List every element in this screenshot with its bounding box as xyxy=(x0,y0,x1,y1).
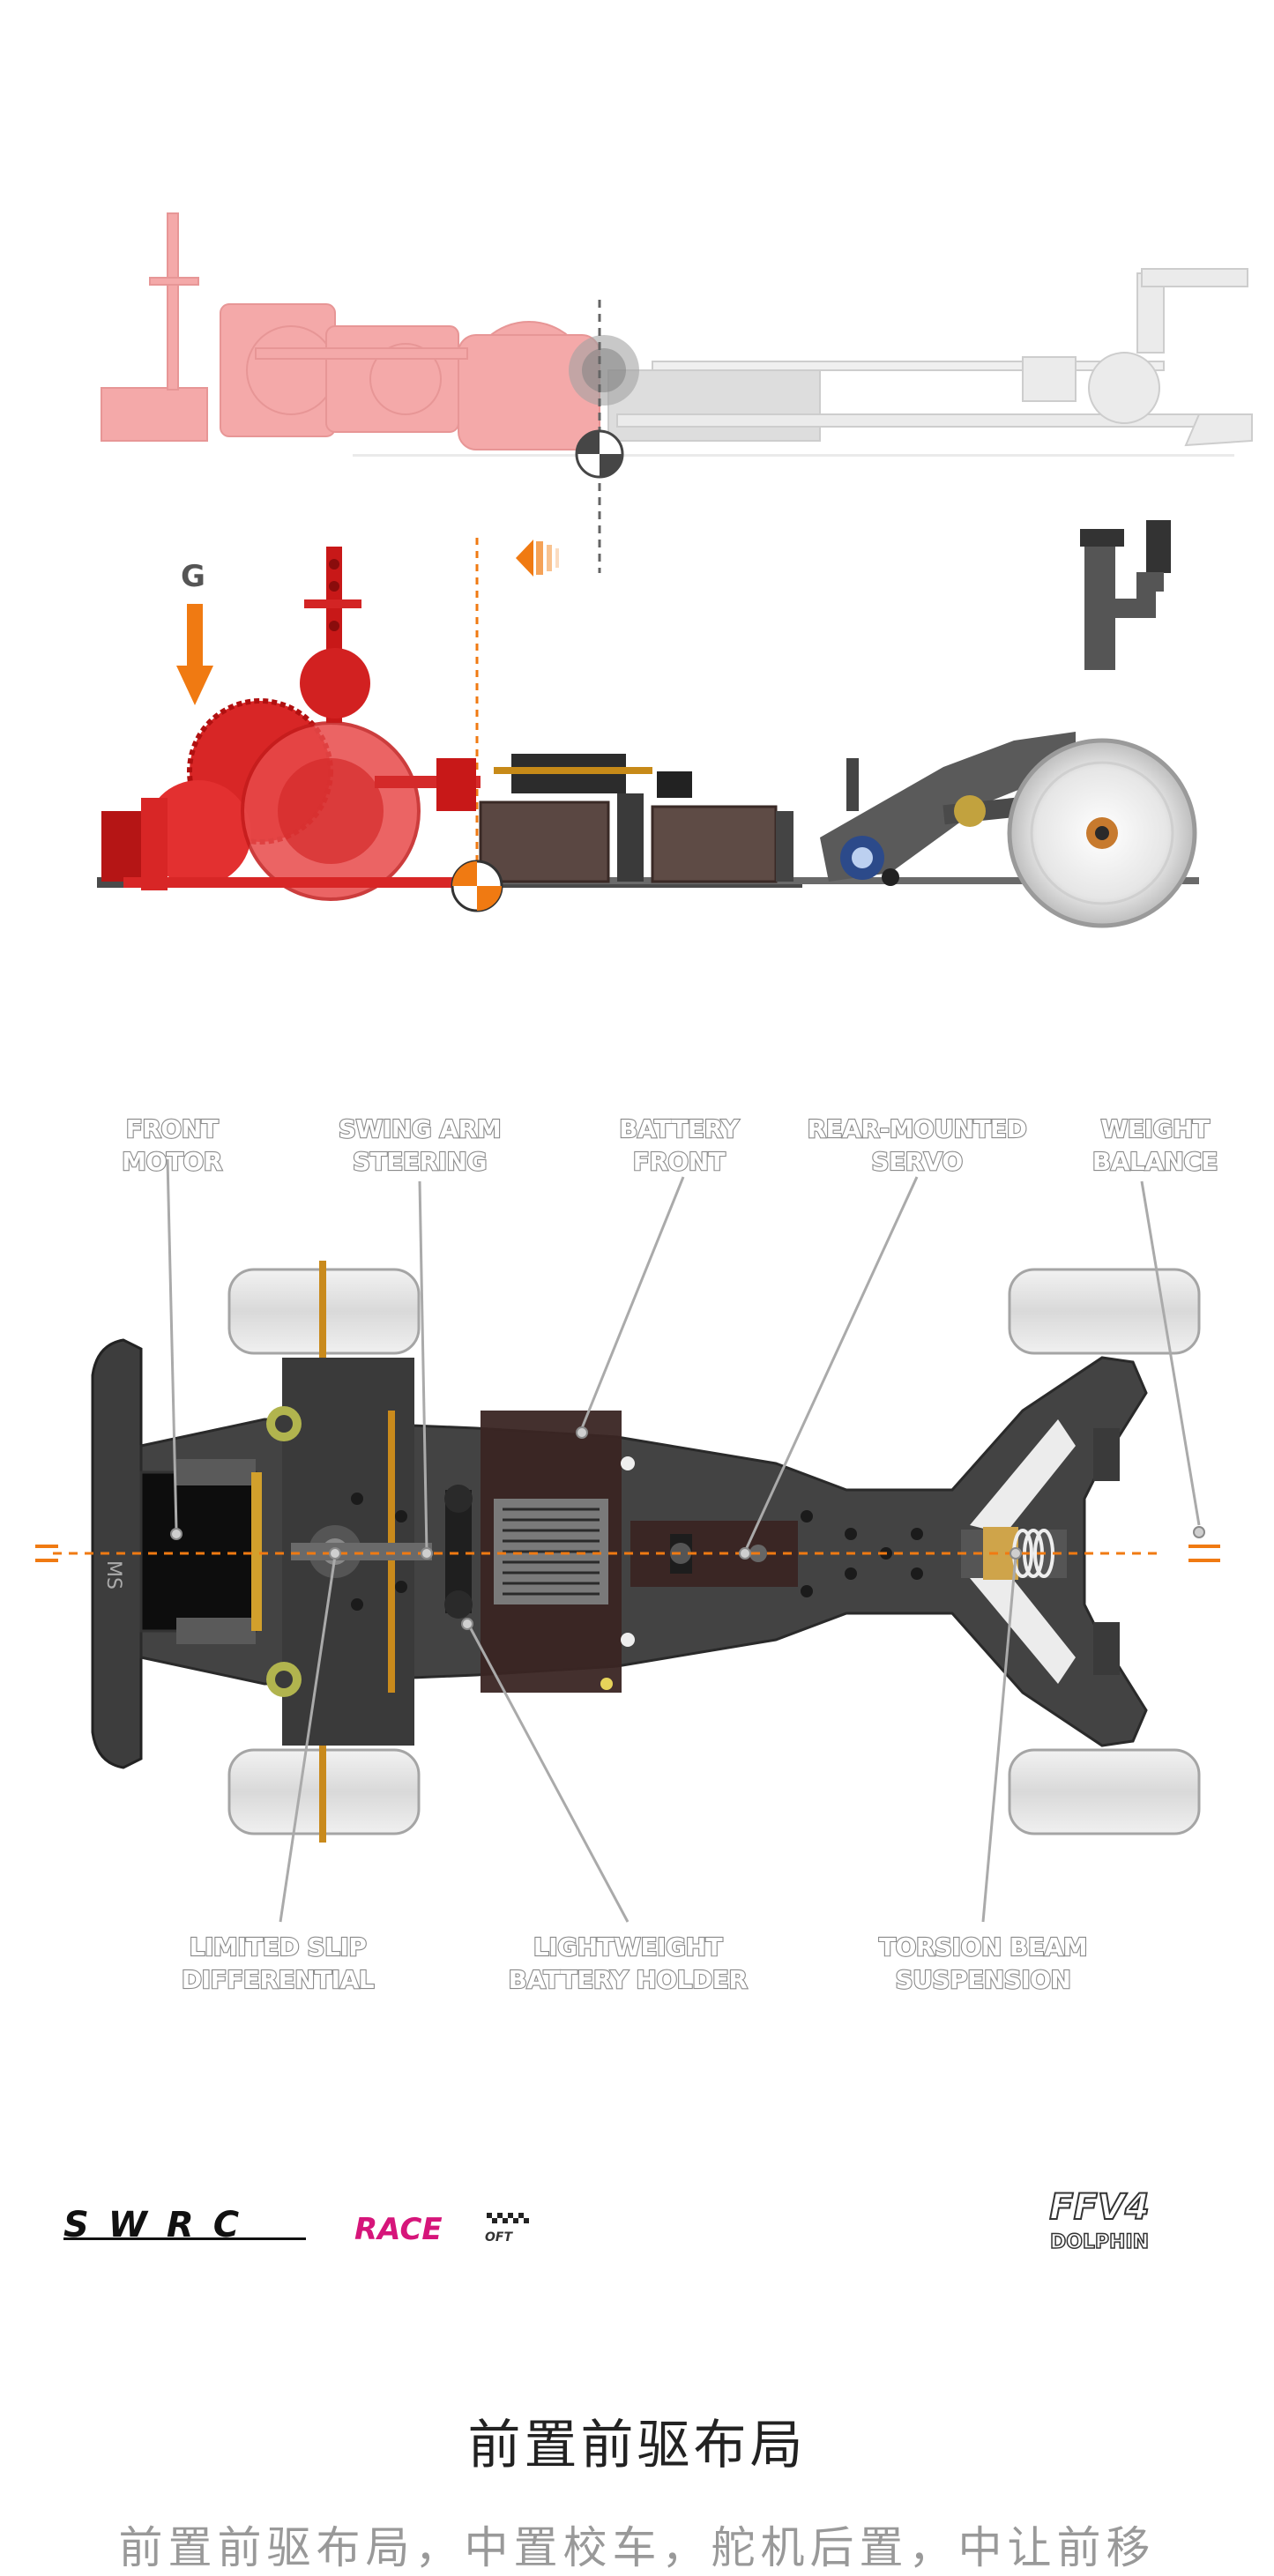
callout-weight-balance: WEIGHT BALANCE xyxy=(1091,1113,1219,1177)
ghost-cog-marker xyxy=(575,429,624,479)
main-side-view: G xyxy=(97,520,1199,928)
callout-swing-arm-steering: SWING ARM STEERING xyxy=(338,1113,503,1177)
ghost-side-view xyxy=(101,212,1253,573)
centerline-marker-left-icon xyxy=(35,1545,58,1562)
swrc-logo: SWRC xyxy=(63,2205,306,2245)
cog-marker xyxy=(451,860,503,912)
battery-front xyxy=(481,1411,635,1693)
svg-text:MOTOR: MOTOR xyxy=(122,1147,222,1176)
svg-text:WEIGHT: WEIGHT xyxy=(1101,1114,1210,1143)
callout-torsion-beam-suspension: TORSION BEAM SUSPENSION xyxy=(878,1932,1089,1995)
rear-right-wheel xyxy=(1008,1748,1201,1835)
front-left-wheel xyxy=(227,1261,421,1362)
callout-battery-front: BATTERY FRONT xyxy=(618,1113,741,1177)
front-right-wheel xyxy=(227,1741,421,1843)
svg-text:BATTERY: BATTERY xyxy=(619,1114,740,1143)
callout-limited-slip-differential: LIMITED SLIP DIFFERENTIAL xyxy=(181,1932,376,1995)
centerline-marker-right-icon xyxy=(1188,1545,1220,1562)
battery-pack-side xyxy=(479,754,793,883)
svg-text:OFT: OFT xyxy=(485,2230,513,2245)
svg-text:RACE: RACE xyxy=(354,2212,443,2247)
top-view-chassis: MS xyxy=(35,1113,1220,1995)
front-drivetrain xyxy=(101,547,481,901)
svg-text:STEERING: STEERING xyxy=(353,1147,487,1176)
raceoft-logo: RACE OFT xyxy=(354,2212,529,2247)
front-motor xyxy=(139,1459,262,1644)
callout-lightweight-battery-holder: LIGHTWEIGHT BATTERY HOLDER xyxy=(507,1932,749,1995)
svg-text:DOLPHIN: DOLPHIN xyxy=(1050,2231,1149,2253)
callout-front-motor: FRONT MOTOR xyxy=(121,1113,223,1177)
svg-text:BALANCE: BALANCE xyxy=(1092,1147,1218,1176)
rear-left-wheel xyxy=(1008,1268,1201,1355)
page-title: 前置前驱布局 xyxy=(467,2415,807,2476)
front-suspension-top xyxy=(266,1358,432,1746)
chassis-mark: MS xyxy=(102,1560,124,1590)
svg-text:FFV4: FFV4 xyxy=(1049,2187,1149,2228)
callout-rear-mounted-servo: REAR-MOUNTED SERVO xyxy=(806,1113,1028,1177)
svg-text:FRONT: FRONT xyxy=(633,1147,726,1176)
forward-arrow-icon xyxy=(516,540,559,577)
page-subtitle: 前置前驱布局，中置校车，舵机后置，中让前移 xyxy=(118,2522,1156,2573)
svg-text:SERVO: SERVO xyxy=(871,1147,962,1176)
gravity-label: G xyxy=(181,559,205,594)
svg-text:SWING ARM: SWING ARM xyxy=(339,1114,501,1143)
gravity-arrow-icon xyxy=(176,604,213,705)
ffv4-dolphin-logo: FFV4 DOLPHIN xyxy=(1048,2186,1150,2254)
svg-text:BATTERY HOLDER: BATTERY HOLDER xyxy=(509,1965,748,1994)
rear-suspension-side xyxy=(820,520,1197,928)
svg-text:DIFFERENTIAL: DIFFERENTIAL xyxy=(182,1965,375,1994)
svg-text:TORSION BEAM: TORSION BEAM xyxy=(879,1932,1087,1962)
svg-text:REAR-MOUNTED: REAR-MOUNTED xyxy=(808,1114,1027,1143)
svg-text:FRONT: FRONT xyxy=(126,1114,219,1143)
svg-text:LIMITED SLIP: LIMITED SLIP xyxy=(190,1932,367,1962)
svg-text:SUSPENSION: SUSPENSION xyxy=(896,1965,1071,1994)
svg-text:LIGHTWEIGHT: LIGHTWEIGHT xyxy=(533,1932,723,1962)
